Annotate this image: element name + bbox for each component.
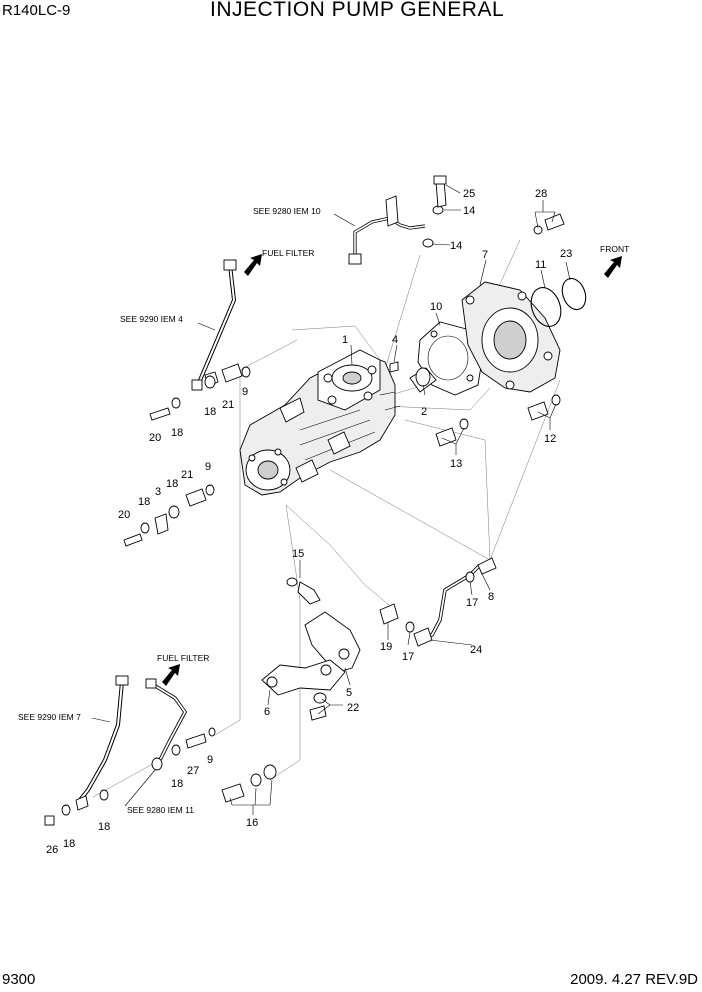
callout-27: 27 (187, 765, 199, 777)
direction-arrows (162, 254, 622, 686)
callout-1: 1 (342, 334, 348, 346)
note-see-9290-4: SEE 9290 IEM 4 (120, 314, 183, 324)
callout-24: 24 (470, 644, 482, 656)
callout-14-top: 14 (463, 205, 475, 217)
callout-9-mid: 9 (205, 461, 211, 473)
page-number: 9300 (2, 971, 36, 988)
note-see-9290-7: SEE 9290 IEM 7 (18, 712, 81, 722)
callout-14-mid: 14 (450, 240, 462, 252)
callout-20-upper: 20 (149, 432, 161, 444)
fittings-mid-left (123, 484, 215, 547)
revision-date: 2009. 4.27 REV.9D (570, 971, 698, 988)
callout-23: 23 (560, 248, 572, 260)
note-fuel-filter-lower: FUEL FILTER (157, 653, 209, 663)
callout-18-d: 18 (166, 478, 178, 490)
page-title: INJECTION PUMP GENERAL (210, 0, 505, 21)
callout-15: 15 (292, 548, 304, 560)
fuel-filter-arrow-icon (162, 664, 180, 686)
model-label: R140LC-9 (2, 2, 71, 19)
callout-18-a: 18 (204, 406, 216, 418)
callout-21-upper: 21 (222, 399, 234, 411)
callout-numbers: 1 2 3 4 5 6 7 8 9 9 9 10 11 12 13 14 14 … (46, 188, 572, 856)
callout-5: 5 (346, 687, 352, 699)
callout-10: 10 (430, 301, 442, 313)
callout-21-lower: 21 (181, 469, 193, 481)
callout-11: 11 (535, 259, 546, 271)
callout-18-g: 18 (63, 838, 75, 850)
callout-28: 28 (535, 188, 547, 200)
fuel-pipe-top (348, 175, 447, 265)
fuel-line-right (379, 557, 497, 647)
callout-26: 26 (46, 844, 58, 856)
callout-17-left: 17 (402, 651, 414, 663)
callout-18-e: 18 (171, 778, 183, 790)
callout-25: 25 (463, 188, 475, 200)
callout-18-c: 18 (138, 496, 150, 508)
gasket-and-flange (409, 281, 561, 396)
callout-17-right: 17 (466, 597, 478, 609)
note-see-9280-10: SEE 9280 IEM 10 (253, 206, 321, 216)
callout-9-upper: 9 (242, 386, 248, 398)
bolts-16 (221, 764, 277, 803)
callout-2: 2 (421, 406, 427, 418)
note-front: FRONT (600, 244, 629, 254)
callout-13: 13 (450, 458, 462, 470)
callout-18-b: 18 (171, 427, 183, 439)
note-see-9280-11: SEE 9280 IEM 11 (127, 805, 194, 815)
brackets (261, 577, 361, 721)
note-fuel-filter-upper: FUEL FILTER (262, 248, 314, 258)
callout-6: 6 (264, 706, 270, 718)
callout-20-lower: 20 (118, 509, 130, 521)
o-rings (530, 277, 587, 327)
callout-4: 4 (392, 334, 398, 346)
front-arrow-icon (604, 256, 622, 278)
callout-16: 16 (246, 817, 258, 829)
callout-19: 19 (380, 641, 392, 653)
callout-8: 8 (488, 591, 494, 603)
callout-7: 7 (482, 249, 488, 261)
callout-9-lower: 9 (207, 754, 213, 766)
fuel-hose-lower (44, 675, 216, 826)
callout-22: 22 (347, 702, 359, 714)
callout-leaders (91, 184, 571, 815)
misc-small-parts (389, 213, 565, 447)
fittings-upper-left (149, 363, 251, 421)
fuel-filter-arrow-icon (244, 254, 262, 276)
callout-3: 3 (155, 486, 161, 498)
callout-18-f: 18 (98, 821, 110, 833)
callout-12: 12 (544, 433, 556, 445)
injection-pump (239, 349, 401, 496)
